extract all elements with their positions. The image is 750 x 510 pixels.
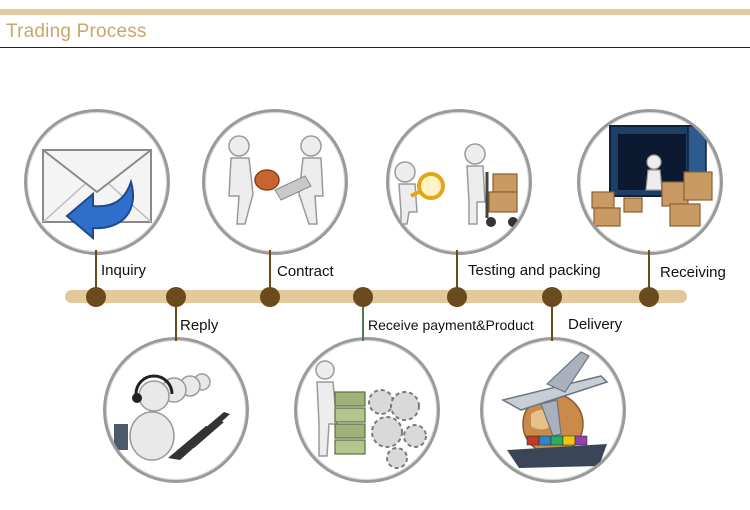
node-receiving xyxy=(639,287,659,307)
stem-reply xyxy=(175,305,177,341)
node-payment xyxy=(353,287,373,307)
step-inquiry-image xyxy=(24,109,170,255)
stem-payment xyxy=(362,305,364,341)
step-reply-label: Reply xyxy=(180,317,219,334)
node-delivery xyxy=(542,287,562,307)
airplane-ship-globe-icon xyxy=(500,351,609,468)
envelope-reply-icon xyxy=(42,149,152,241)
step-testing-image xyxy=(386,109,532,255)
node-testing xyxy=(447,287,467,307)
step-payment-label: Receive payment&Product xyxy=(368,317,534,333)
stem-testing xyxy=(456,250,458,288)
step-reply-image xyxy=(103,337,249,483)
handshake-contract-icon xyxy=(228,135,324,225)
step-delivery-label: Delivery xyxy=(568,316,623,333)
stem-inquiry xyxy=(95,250,97,288)
stem-contract xyxy=(269,250,271,288)
node-contract xyxy=(260,287,280,307)
inspection-cart-icon xyxy=(394,143,518,227)
top-accent-bar xyxy=(0,9,750,15)
call-center-icon xyxy=(114,373,230,461)
stem-receiving xyxy=(648,250,650,288)
page-title: Trading Process xyxy=(6,21,147,42)
step-contract-image xyxy=(202,109,348,255)
step-inquiry-label: Inquiry xyxy=(101,262,147,279)
timeline-bar xyxy=(65,290,687,303)
stem-delivery xyxy=(551,305,553,341)
step-testing-label: Testing and packing xyxy=(468,262,601,279)
step-receiving-image xyxy=(577,109,723,255)
step-payment-image xyxy=(294,337,440,483)
step-contract-label: Contract xyxy=(277,263,334,280)
container-boxes-icon xyxy=(591,125,713,227)
money-gears-icon xyxy=(315,360,427,469)
node-reply xyxy=(166,287,186,307)
header-divider xyxy=(0,47,750,48)
node-inquiry xyxy=(86,287,106,307)
step-receiving-label: Receiving xyxy=(660,264,726,281)
step-delivery-image xyxy=(480,337,626,483)
